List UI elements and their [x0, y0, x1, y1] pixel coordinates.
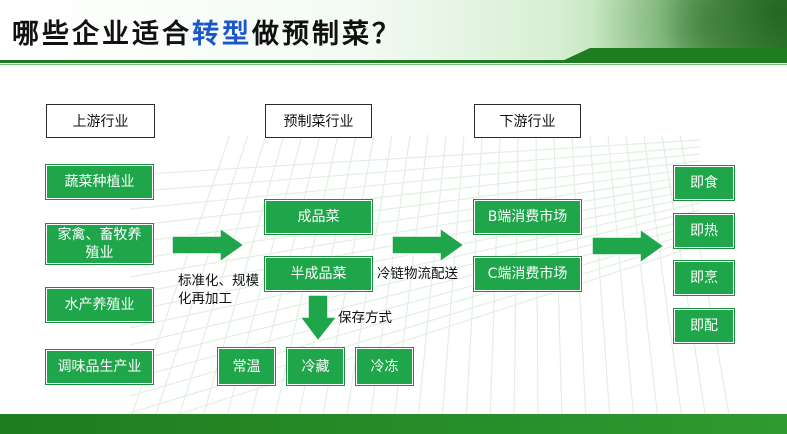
storage-item-chilled: 冷藏 — [287, 348, 344, 385]
arrow-downstream-to-end — [591, 228, 666, 264]
upstream-item-livestock: 家禽、畜牧养殖业 — [46, 224, 153, 264]
title-corner-decoration — [560, 48, 590, 62]
storage-item-ambient: 常温 — [218, 348, 275, 385]
end-item-ready-to-cook: 即烹 — [674, 261, 734, 295]
label-storage: 保存方式 — [338, 310, 392, 326]
downstream-item-c-market: C端消费市场 — [474, 257, 581, 291]
label-logistics: 冷链物流配送 — [377, 266, 458, 282]
title-divider — [0, 60, 787, 63]
upstream-item-seasoning: 调味品生产业 — [46, 350, 153, 384]
title-part-1: 哪些企业适合 — [12, 19, 192, 50]
title-divider-thin — [0, 64, 787, 65]
upstream-item-vegetable: 蔬菜种植业 — [46, 165, 153, 199]
arrow-upstream-to-prefab — [171, 227, 246, 263]
downstream-item-b-market: B端消费市场 — [474, 200, 581, 234]
header-downstream: 下游行业 — [474, 104, 581, 138]
upstream-item-aquaculture: 水产养殖业 — [46, 288, 153, 322]
end-item-ready-to-eat: 即食 — [674, 166, 734, 200]
header-prefab: 预制菜行业 — [265, 104, 372, 138]
arrow-to-storage — [299, 294, 339, 343]
arrow-prefab-to-downstream — [391, 227, 466, 263]
bottom-strip — [0, 414, 787, 434]
page-title: 哪些企业适合转型做预制菜？ — [12, 12, 402, 51]
prefab-item-semi: 半成品菜 — [265, 257, 372, 291]
end-item-ready-to-heat: 即热 — [674, 214, 734, 248]
title-highlight: 转型 — [192, 19, 252, 50]
prefab-item-finished: 成品菜 — [265, 200, 372, 234]
title-part-2: 做预制菜？ — [252, 19, 402, 50]
title-corner-band — [590, 48, 787, 62]
storage-item-frozen: 冷冻 — [356, 348, 413, 385]
header-upstream: 上游行业 — [46, 104, 155, 138]
label-process: 标准化、规模化再加工 — [178, 273, 259, 307]
end-item-ready-to-assemble: 即配 — [674, 309, 734, 343]
